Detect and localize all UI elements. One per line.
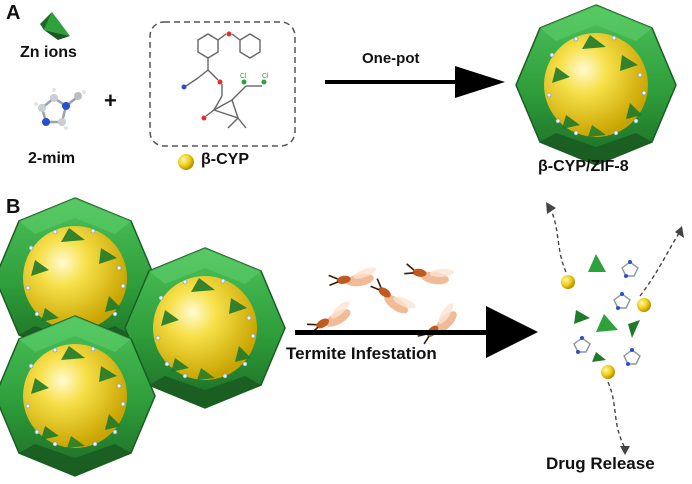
svg-text:Cl: Cl — [262, 73, 269, 80]
cypermethrin-structure — [185, 33, 262, 129]
product-label: β-CYP/ZIF-8 — [538, 158, 629, 175]
svg-text:Cl: Cl — [240, 73, 247, 80]
yellow-sphere-icon — [178, 154, 194, 170]
mim-label: 2-mim — [28, 150, 76, 167]
termite-icon — [304, 260, 465, 349]
termite-infestation-label: Termite Infestation — [286, 344, 437, 363]
panel-b-label: B — [6, 196, 21, 218]
zn-ions-label: Zn ions — [20, 44, 77, 61]
plus-sign: + — [104, 88, 117, 113]
one-pot-arrow — [325, 66, 505, 98]
imidazole-molecule-icon — [34, 88, 86, 130]
green-tetrahedron-icon — [40, 12, 70, 40]
drug-release-fragments — [561, 254, 651, 379]
zif8-crystal-product — [515, 4, 677, 166]
termite-infestation-arrow — [295, 306, 538, 358]
release-trajectory-lines — [549, 207, 681, 447]
one-pot-label: One-pot — [362, 50, 420, 67]
cyp-structure-box — [149, 21, 296, 147]
trajectory-arrowheads — [546, 202, 684, 455]
zif8-crystal-3 — [0, 315, 156, 477]
panel-a-label: A — [6, 2, 21, 24]
drug-release-label: Drug Release — [546, 454, 655, 473]
cyp-heteroatoms: Cl Cl — [181, 31, 269, 121]
cyp-label: β-CYP — [201, 151, 249, 168]
